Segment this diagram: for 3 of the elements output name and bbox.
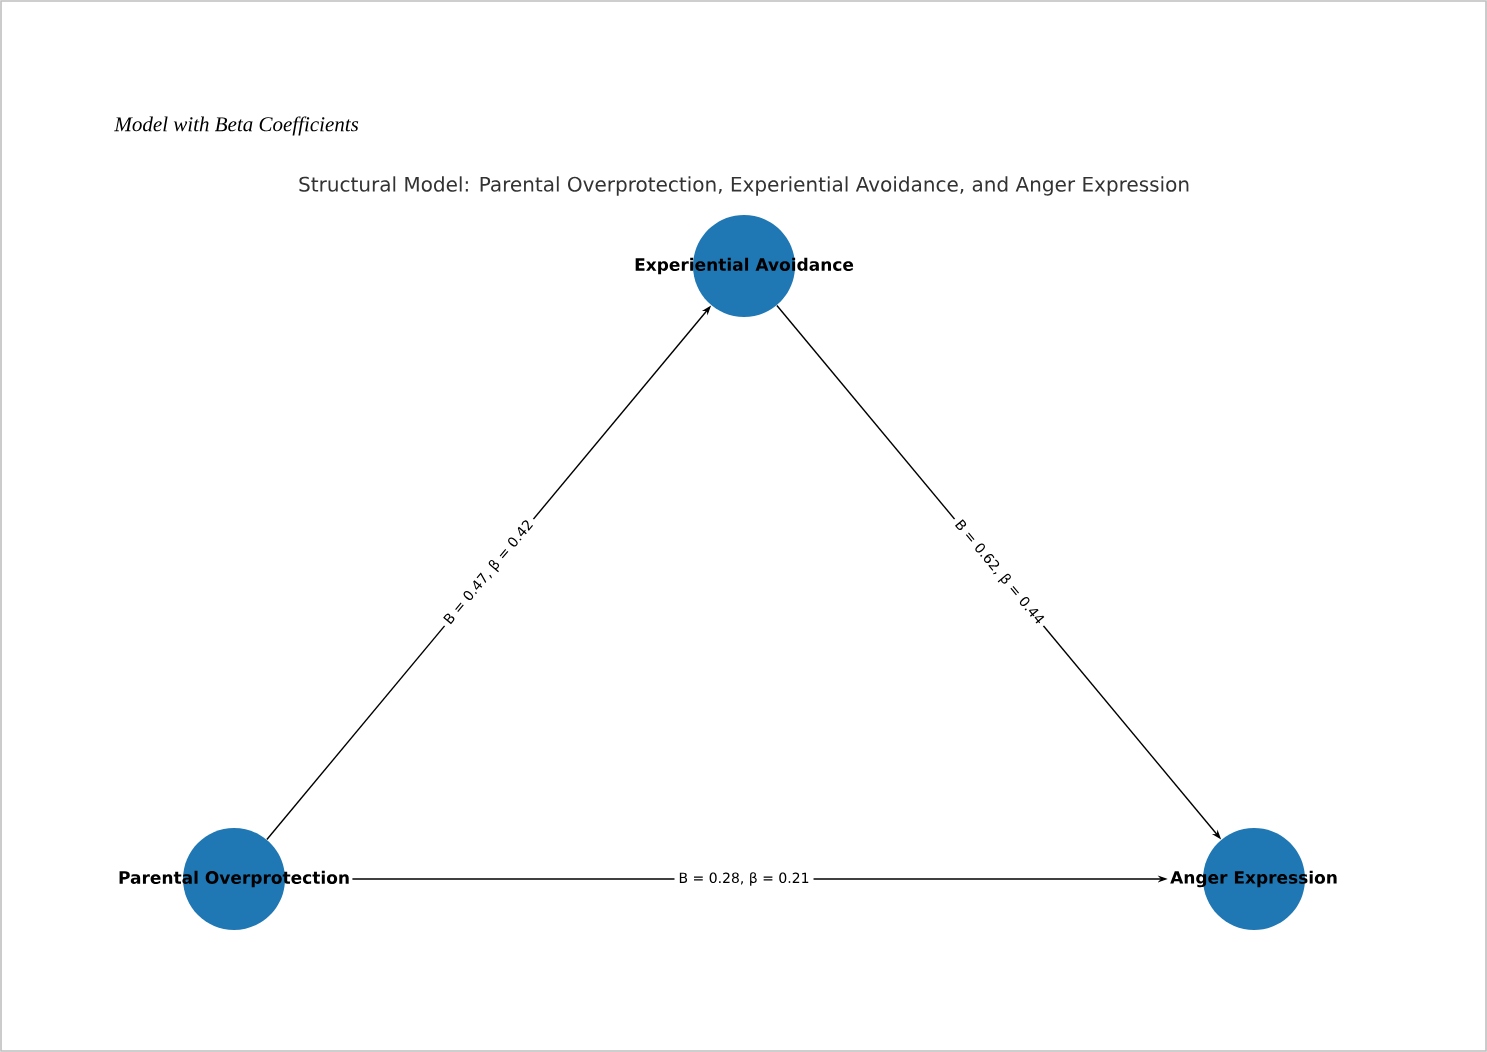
chart-title: Structural Model: Parental Overprotection, Experiential Avoidance, and Anger Expression [299,176,1189,196]
figure-heading: Model with Beta Coefficients [114,116,359,136]
edge-label: B = 0.28, β = 0.21 [679,872,809,886]
